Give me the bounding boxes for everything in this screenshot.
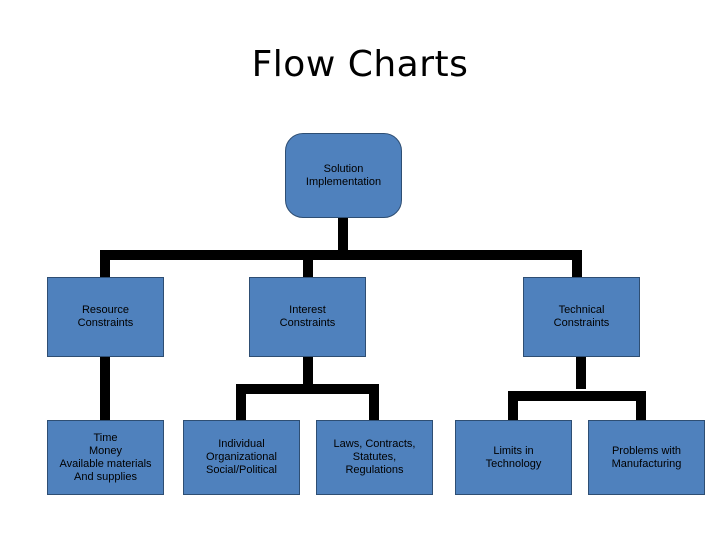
node-label: Problems with Manufacturing	[611, 444, 682, 470]
node-laws-contracts[interactable]: Laws, Contracts, Statutes, Regulations	[316, 420, 433, 495]
connector-interest-bus	[236, 384, 379, 394]
node-individual-organizational[interactable]: Individual Organizational Social/Politic…	[183, 420, 300, 495]
connector-drop-technical	[572, 250, 582, 278]
connector-root-stem	[338, 218, 348, 256]
node-label: Limits in Technology	[485, 444, 542, 470]
node-label: Resource Constraints	[77, 304, 134, 329]
node-resource-constraints[interactable]: Resource Constraints	[47, 277, 164, 357]
connector-resource-stem	[100, 357, 110, 420]
node-label: Individual Organizational Social/Politic…	[206, 438, 277, 476]
node-label: Solution Implementation	[305, 162, 382, 188]
connector-drop-limits	[508, 391, 518, 420]
node-solution-implementation[interactable]: Solution Implementation	[285, 133, 402, 218]
node-technical-constraints[interactable]: Technical Constraints	[523, 277, 640, 357]
node-label: Interest Constraints	[279, 304, 336, 329]
connector-interest-stem	[303, 357, 313, 389]
connector-drop-individual	[236, 384, 246, 420]
connector-drop-interest	[303, 250, 313, 278]
node-problems-manufacturing[interactable]: Problems with Manufacturing	[588, 420, 705, 495]
node-interest-constraints[interactable]: Interest Constraints	[249, 277, 366, 357]
connector-level2-bus	[100, 250, 582, 260]
connector-drop-problems	[636, 391, 646, 420]
connector-drop-laws	[369, 384, 379, 420]
connector-drop-resource	[100, 250, 110, 278]
node-limits-technology[interactable]: Limits in Technology	[455, 420, 572, 495]
node-time-money[interactable]: Time Money Available materials And suppl…	[47, 420, 164, 495]
connector-technical-stem	[576, 357, 586, 389]
node-label: Time Money Available materials And suppl…	[59, 431, 152, 483]
node-label: Laws, Contracts, Statutes, Regulations	[333, 438, 416, 476]
connector-technical-bus	[508, 391, 646, 401]
page-title: Flow Charts	[251, 44, 469, 85]
node-label: Technical Constraints	[553, 304, 610, 329]
